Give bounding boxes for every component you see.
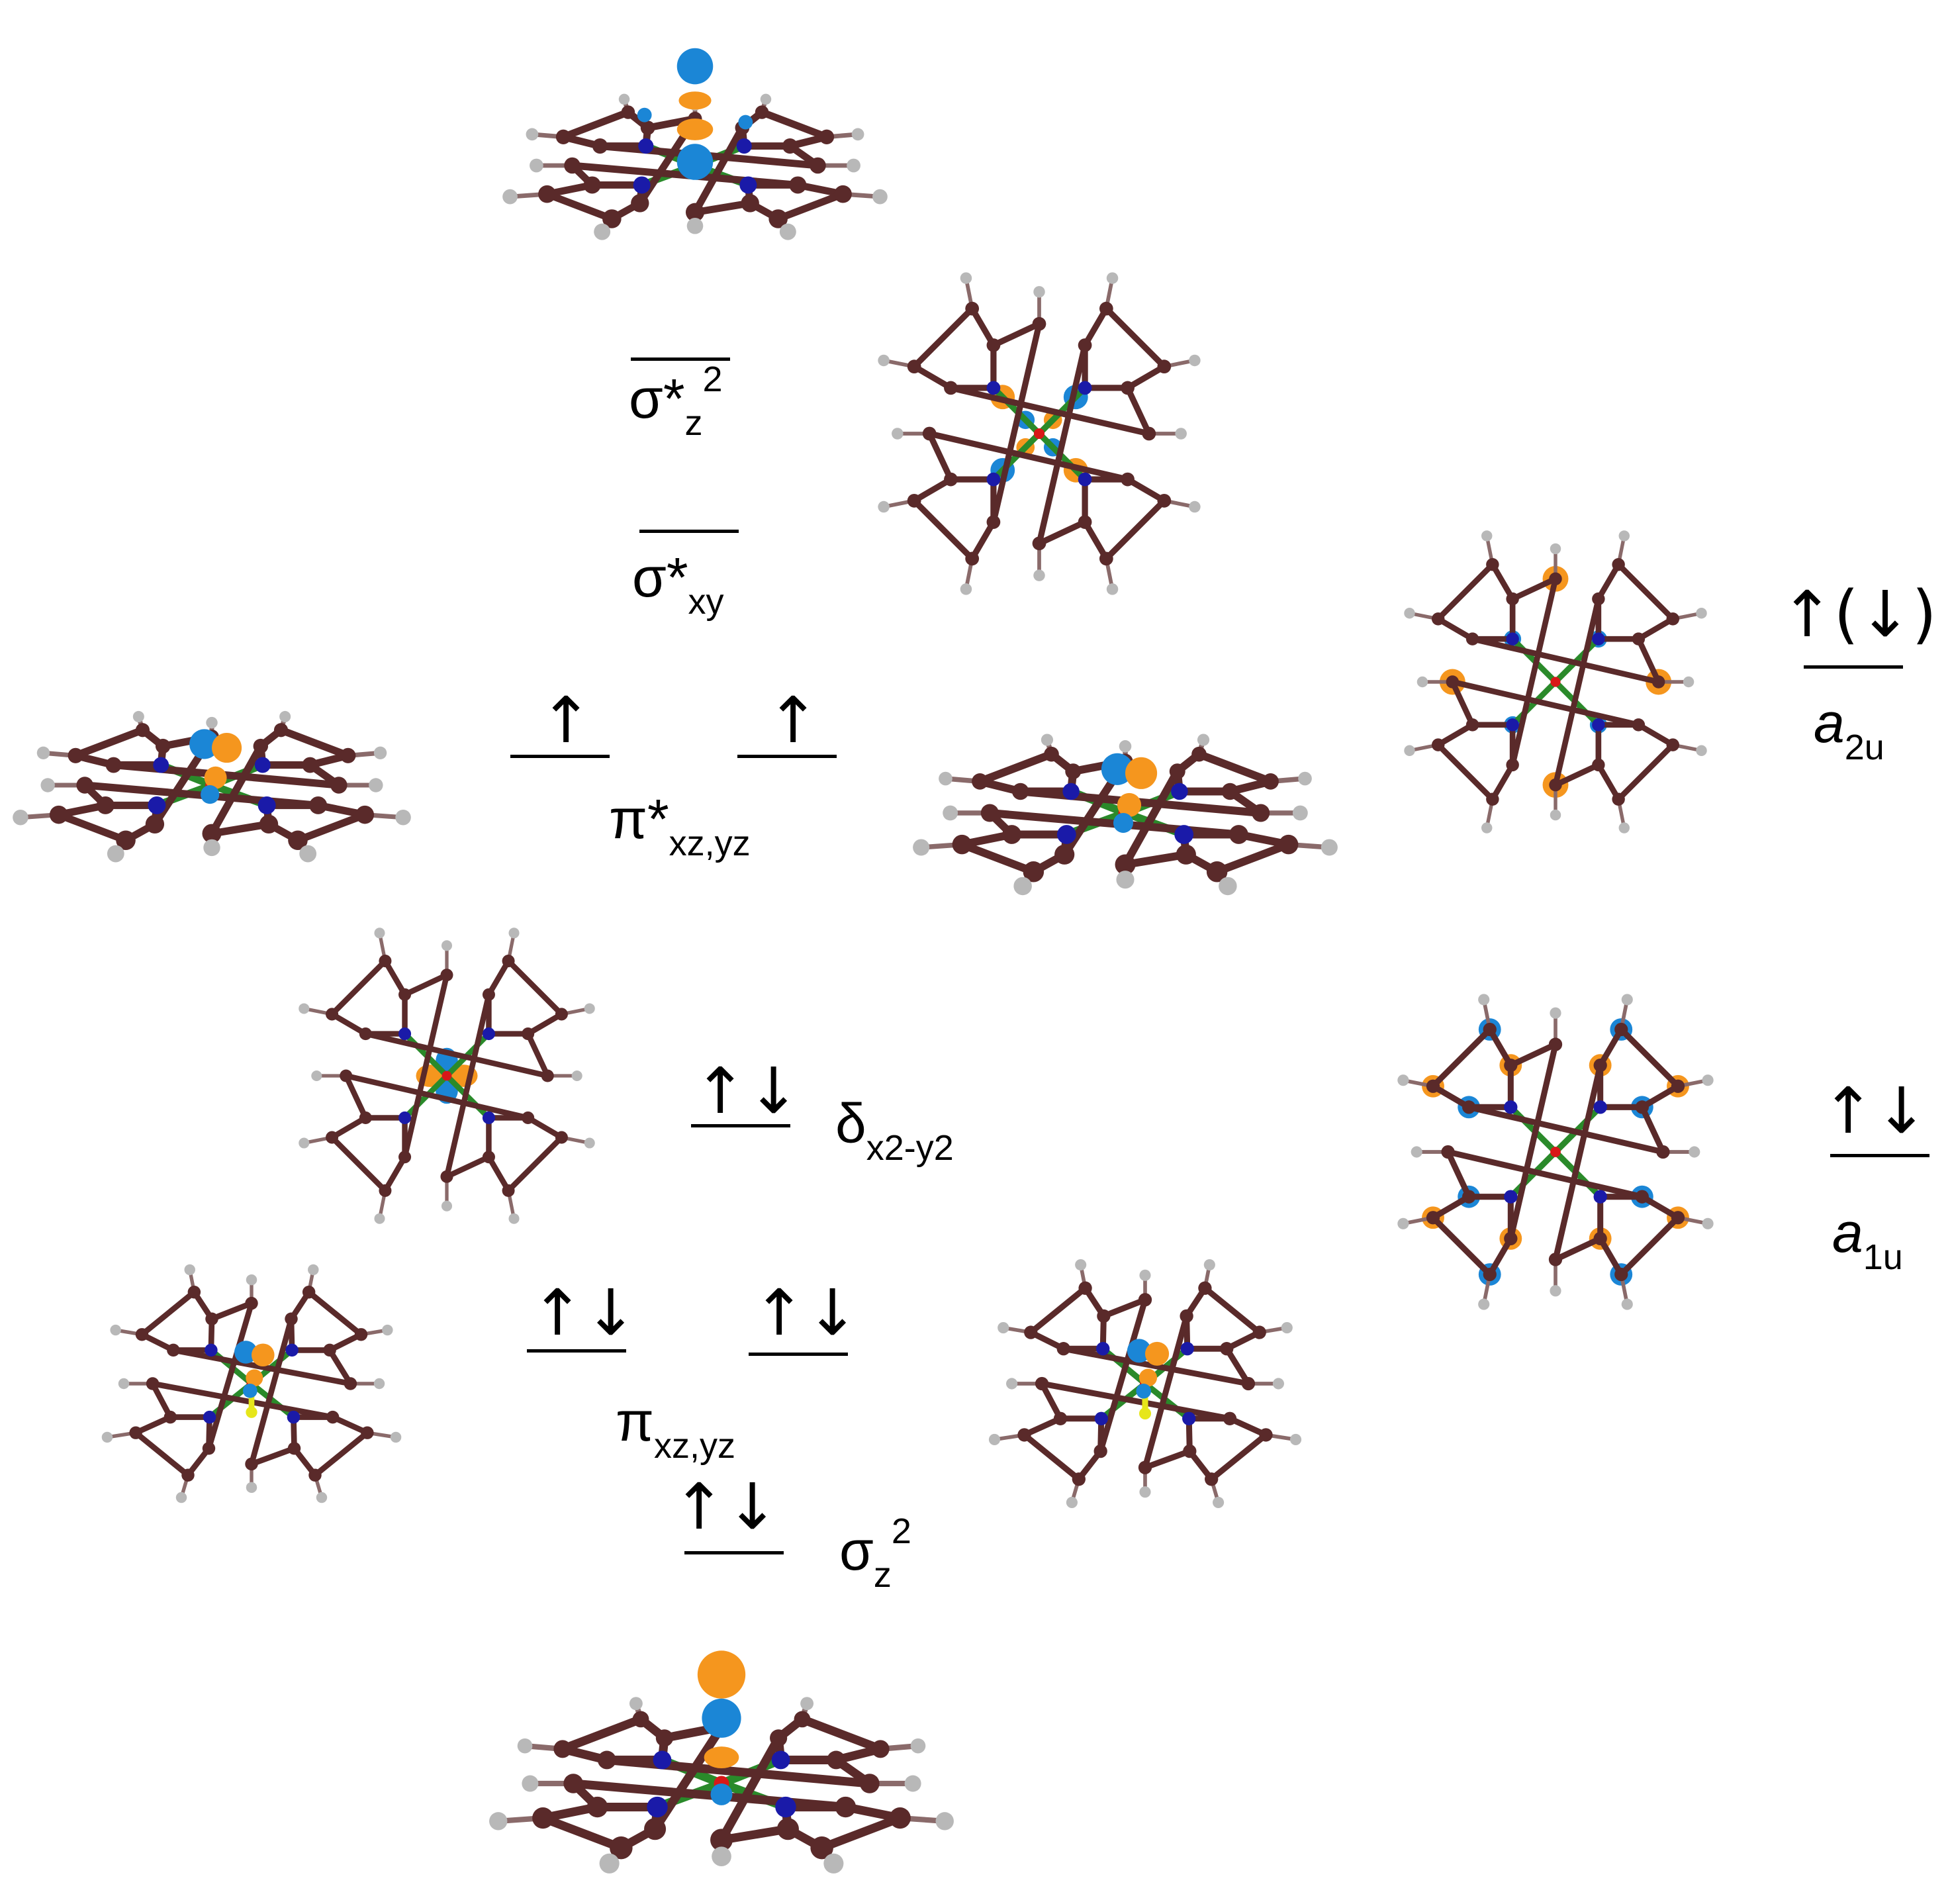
molecule-pi-star-left — [13, 642, 411, 881]
orbital-lobes-front — [1127, 1339, 1170, 1399]
molecule-sigma-star-z2 — [502, 7, 888, 271]
level-line-sigma-star-xy — [639, 530, 739, 533]
molecule-a2u — [1397, 530, 1714, 834]
spin-sigma-z2: ↑↓ — [673, 1470, 779, 1544]
orbital-lobes-front — [697, 1650, 746, 1805]
label-pi-star: π*xz,yz — [609, 788, 751, 863]
level-line-pi-a — [527, 1349, 626, 1353]
level-line-sigma-z2 — [684, 1551, 784, 1554]
label-pi: πxz,yz — [616, 1390, 735, 1466]
spin-pi-b: ↑↓ — [753, 1276, 859, 1350]
label-sigma-star-z2: σ*z2 — [629, 359, 723, 443]
label-sigma-z2: σz2 — [839, 1511, 911, 1595]
level-line-a2u — [1804, 665, 1903, 669]
orbital-lobes-front — [234, 1341, 275, 1398]
spin-pi-star-b: ↑ — [766, 683, 820, 757]
level-line-a1u — [1830, 1154, 1929, 1157]
molecule-delta — [291, 927, 602, 1225]
level-line-delta — [691, 1124, 790, 1127]
molecule-pi-left — [86, 1231, 417, 1536]
molecule-sigma-star-xy — [874, 271, 1205, 596]
level-line-pi-b — [749, 1353, 848, 1356]
label-a1u: a1u — [1832, 1202, 1903, 1277]
spin-pi-a: ↑↓ — [531, 1276, 637, 1350]
molecule-a1u — [1390, 993, 1721, 1311]
level-line-pi-star-b — [737, 755, 837, 758]
spin-a2u: ↑(↓) — [1781, 577, 1937, 651]
molecule-pi-star-right — [913, 662, 1338, 914]
spin-pi-star-a: ↑ — [539, 683, 593, 757]
molecule-sigma-z2 — [489, 1609, 954, 1900]
spin-delta: ↑↓ — [694, 1054, 800, 1128]
spin-a1u: ↑↓ — [1822, 1074, 1928, 1148]
label-a2u: a2u — [1814, 692, 1884, 767]
level-line-sigma-star-z2 — [631, 357, 730, 361]
orbital-lobes-front — [637, 48, 753, 180]
level-line-pi-star-a — [510, 755, 610, 758]
label-delta: δx2-y2 — [835, 1092, 954, 1168]
molecule-pi-right — [947, 1225, 1344, 1543]
orbital-lobes-front — [1101, 753, 1158, 833]
label-sigma-star-xy: σ*xy — [632, 546, 724, 622]
orbital-lobes-front — [189, 729, 242, 804]
